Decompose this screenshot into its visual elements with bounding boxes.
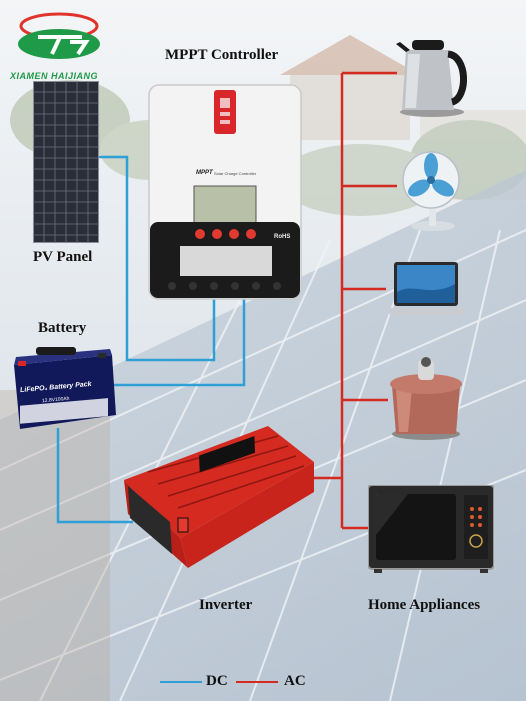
microwave-icon: [368, 485, 494, 573]
dc-wire-battery-to-inverter: [56, 428, 133, 524]
company-logo-icon: [18, 12, 100, 59]
laptop-icon: [386, 262, 466, 315]
controller-brand: MPPT: [196, 170, 213, 176]
inverter-label: Inverter: [199, 597, 253, 613]
controller-cert: RoHS: [274, 234, 291, 240]
home-appliances-label: Home Appliances: [368, 597, 481, 613]
pressure-cooker-icon: [390, 357, 462, 440]
controller-label: MPPT Controller: [165, 47, 279, 63]
pv-panel-icon: [33, 81, 99, 243]
controller-subtitle: Solar Charge Controller: [214, 171, 257, 176]
legend: DC AC: [160, 673, 360, 691]
legend-dc-label: DC: [206, 673, 228, 689]
mppt-controller-icon: [148, 84, 302, 300]
company-name: XIAMEN HAIJIANG: [10, 71, 99, 81]
legend-dc-swatch: [160, 681, 202, 683]
inverter-icon: [124, 426, 314, 568]
dc-wire-pv-to-controller: [96, 155, 216, 362]
legend-ac-label: AC: [284, 673, 306, 689]
fan-icon: [402, 151, 460, 231]
legend-ac-swatch: [236, 681, 278, 683]
battery-label: Battery: [38, 320, 87, 336]
battery-icon: [14, 347, 116, 429]
pv-panel-label: PV Panel: [33, 249, 93, 265]
kettle-icon: [396, 40, 467, 117]
dc-wire-battery-to-controller: [106, 298, 246, 387]
